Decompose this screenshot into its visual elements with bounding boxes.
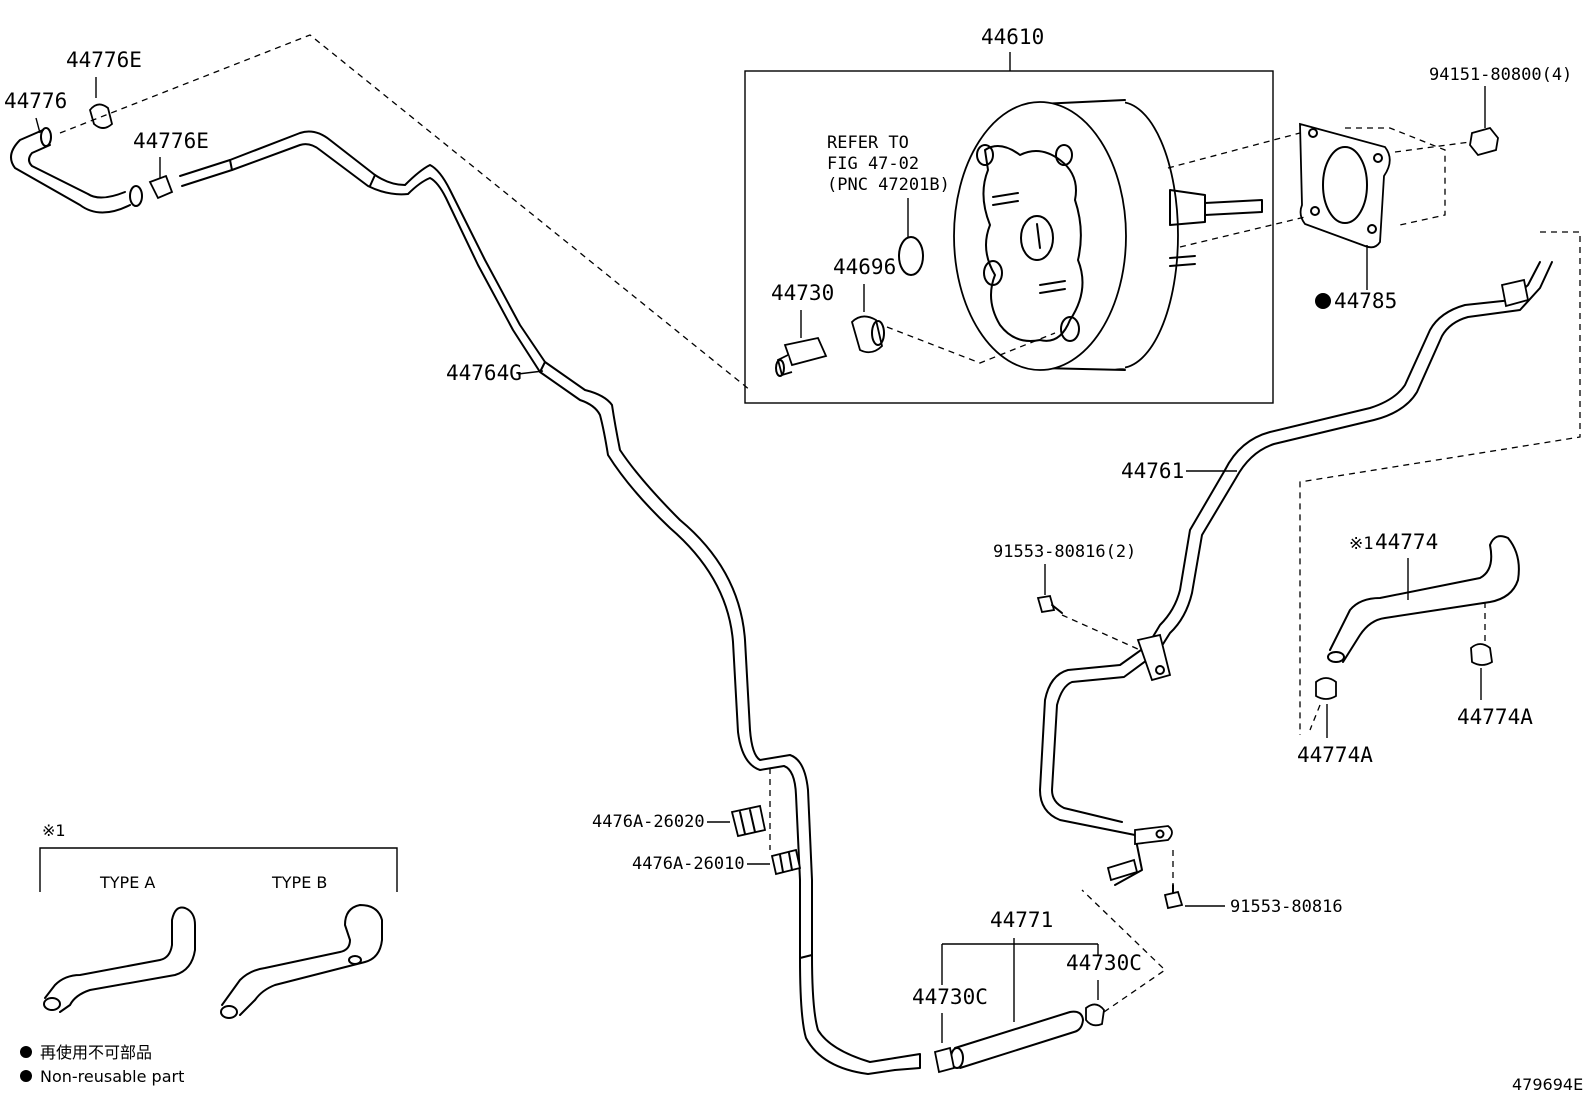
tube-44761[interactable] [1039, 261, 1553, 886]
label-91553-upper: 91553-80816(2) [993, 542, 1136, 562]
label-44730C-left: 44730C [912, 985, 988, 1009]
label-44776: 44776 [4, 89, 67, 113]
gasket-44785[interactable] [1299, 122, 1391, 249]
note-dot-en [20, 1070, 32, 1082]
label-44785: 44785 [1334, 289, 1397, 313]
refer-to-text-3: (PNC 47201B) [827, 175, 950, 195]
nut-94151[interactable] [1469, 126, 1499, 157]
valve-44730C-left[interactable] [933, 1046, 956, 1074]
note-dot-jp [20, 1046, 32, 1058]
bolt-91553-upper[interactable] [1036, 594, 1063, 614]
figure-id: 479694E [1512, 1075, 1583, 1094]
label-44771: 44771 [990, 908, 1053, 932]
label-4476A-26010: 4476A-26010 [632, 854, 745, 874]
note-jp: 再使用不可部品 [40, 1043, 152, 1062]
label-44610: 44610 [981, 25, 1044, 49]
label-44776E-mid: 44776E [133, 129, 209, 153]
label-44761: 44761 [1121, 459, 1184, 483]
hose-44774[interactable] [1327, 535, 1520, 663]
label-44730C-right: 44730C [1066, 951, 1142, 975]
label-4476A-26020: 4476A-26020 [592, 812, 705, 832]
hose-44771[interactable] [950, 1010, 1084, 1069]
note-en: Non-reusable part [40, 1067, 184, 1086]
refer-to-text-2: FIG 47-02 [827, 154, 919, 174]
label-44774: 44774 [1375, 530, 1438, 554]
label-44774A-right: 44774A [1457, 705, 1533, 729]
clip-44774A-left[interactable] [1315, 677, 1337, 700]
legend-mark: ※1 [42, 821, 66, 840]
refer-to-text-1: REFER TO [827, 133, 909, 153]
hose-type-a [43, 906, 196, 1013]
check-valve-44730[interactable] [775, 336, 828, 377]
label-44696: 44696 [833, 255, 896, 279]
valve-44730C-right[interactable] [1085, 1003, 1105, 1027]
label-44764G: 44764G [446, 361, 522, 385]
non-reusable-dot-44785 [1315, 293, 1331, 309]
label-44776E-top: 44776E [66, 48, 142, 72]
legend-type-a: TYPE A [99, 873, 155, 892]
grommet-44696[interactable] [850, 315, 885, 354]
brake-booster[interactable] [953, 99, 1263, 372]
label-91553-lower: 91553-80816 [1230, 897, 1343, 917]
clamp-4476A-26010[interactable] [770, 848, 802, 876]
clip-44776E-mid[interactable] [148, 174, 174, 200]
booster-assembly-frame [744, 70, 1274, 404]
clip-44774A-right[interactable] [1470, 643, 1493, 666]
label-44774-mark: ※1 [1349, 534, 1373, 554]
label-94151: 94151-80800(4) [1429, 65, 1572, 85]
tube-44764G[interactable] [179, 130, 921, 1075]
label-44774A-left: 44774A [1297, 743, 1373, 767]
o-ring[interactable] [898, 236, 924, 276]
hose-type-b [220, 904, 383, 1019]
legend-type-b: TYPE B [271, 873, 327, 892]
bolt-91553-lower[interactable] [1163, 884, 1184, 910]
hose-44776[interactable] [10, 127, 143, 214]
clamp-4476A-26020[interactable] [730, 804, 767, 838]
clip-44776E-top[interactable] [89, 103, 114, 129]
label-44730: 44730 [771, 281, 834, 305]
